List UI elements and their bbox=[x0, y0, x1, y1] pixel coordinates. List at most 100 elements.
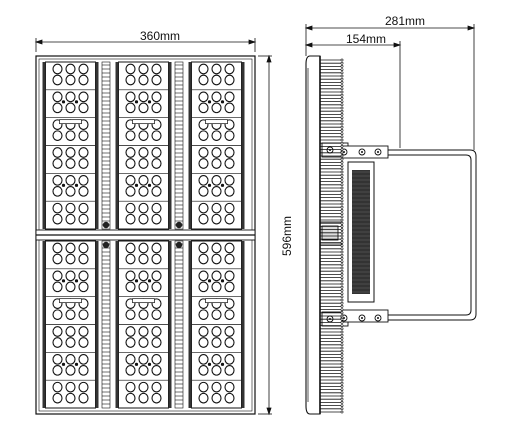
lens-cell bbox=[118, 202, 169, 230]
lens-cell bbox=[118, 381, 169, 409]
module-rail-left bbox=[115, 62, 119, 229]
led-lens bbox=[151, 392, 162, 404]
led-module bbox=[188, 61, 245, 230]
led-lens bbox=[52, 309, 63, 321]
led-lens bbox=[78, 326, 89, 337]
fin-tip bbox=[340, 132, 344, 136]
led-lens bbox=[198, 270, 209, 282]
led-lens bbox=[224, 337, 235, 348]
screw-hole bbox=[74, 100, 79, 104]
fin-tip bbox=[340, 407, 344, 411]
led-lens bbox=[125, 202, 136, 214]
fin-strip bbox=[174, 240, 184, 409]
led-lens bbox=[125, 213, 136, 225]
module-rail-right bbox=[241, 241, 245, 408]
fin-tip bbox=[340, 192, 344, 196]
fin-tip bbox=[340, 263, 344, 267]
lens-cell bbox=[118, 242, 169, 270]
led-lens bbox=[125, 147, 136, 158]
fin-strip-frame bbox=[101, 240, 111, 409]
screw-hole bbox=[74, 279, 79, 283]
led-lens bbox=[211, 63, 222, 75]
led-lens bbox=[65, 130, 76, 142]
lens-cell bbox=[118, 326, 169, 353]
led-lens bbox=[224, 63, 235, 75]
depth-total-label: 281mm bbox=[385, 14, 425, 28]
fin-strip bbox=[101, 61, 111, 230]
led-lens bbox=[65, 63, 76, 75]
led-lens bbox=[211, 91, 222, 103]
led-lens bbox=[78, 337, 89, 348]
led-lens bbox=[224, 91, 235, 103]
module-rail-left bbox=[188, 241, 192, 408]
fin-tip bbox=[340, 333, 344, 337]
screw-hole bbox=[220, 100, 225, 104]
led-lens bbox=[151, 174, 162, 186]
fin-tip bbox=[340, 244, 344, 248]
fin-tip bbox=[340, 148, 344, 152]
fin-tip bbox=[340, 173, 344, 177]
led-lens bbox=[198, 326, 209, 337]
fin-tip bbox=[340, 324, 344, 328]
screw-hole bbox=[220, 362, 225, 366]
fin-strip-frame bbox=[174, 240, 184, 409]
led-lens bbox=[151, 147, 162, 158]
led-lens bbox=[211, 102, 222, 114]
led-lens bbox=[151, 326, 162, 337]
led-lens bbox=[78, 63, 89, 75]
fin-tip bbox=[340, 71, 344, 75]
fin-tip bbox=[340, 276, 344, 280]
led-lens bbox=[65, 174, 76, 186]
module-rail-right bbox=[241, 62, 245, 229]
led-lens bbox=[65, 213, 76, 225]
heatsink-body bbox=[305, 55, 321, 415]
led-lens bbox=[224, 213, 235, 225]
led-lens bbox=[125, 63, 136, 75]
led-lens bbox=[65, 102, 76, 114]
led-lens bbox=[211, 326, 222, 337]
led-lens bbox=[151, 281, 162, 293]
screw-hole bbox=[61, 362, 66, 366]
led-lens bbox=[52, 242, 63, 254]
fin-tip bbox=[340, 77, 344, 81]
fin-tip bbox=[340, 359, 344, 363]
led-lens bbox=[65, 337, 76, 348]
fin-tip bbox=[340, 157, 344, 161]
led-lens bbox=[198, 63, 209, 75]
led-lens bbox=[65, 158, 76, 169]
led-lens bbox=[65, 381, 76, 393]
led-lens bbox=[138, 281, 149, 293]
led-lens bbox=[224, 381, 235, 393]
led-lens bbox=[224, 353, 235, 365]
screw-hole bbox=[134, 362, 139, 366]
screw-hole bbox=[134, 279, 139, 283]
bolt-center bbox=[377, 317, 379, 319]
fin-tip bbox=[340, 167, 344, 171]
fin-tip bbox=[340, 218, 344, 222]
led-lens bbox=[78, 130, 89, 142]
led-lens bbox=[125, 281, 136, 293]
fin-tip bbox=[340, 186, 344, 190]
led-lens bbox=[52, 364, 63, 376]
fin-tip bbox=[340, 375, 344, 379]
fin-tip bbox=[340, 125, 344, 129]
module-label-plate bbox=[205, 298, 228, 304]
led-lens bbox=[211, 147, 222, 158]
fin-tip bbox=[340, 135, 344, 139]
lens-cell bbox=[45, 202, 96, 230]
led-lens bbox=[78, 202, 89, 214]
led-lens bbox=[224, 74, 235, 86]
fin-tip bbox=[340, 119, 344, 123]
screw-hole bbox=[147, 183, 152, 187]
led-lens bbox=[78, 281, 89, 293]
led-lens bbox=[151, 202, 162, 214]
lens-cell bbox=[118, 270, 169, 298]
led-lens bbox=[198, 102, 209, 114]
led-lens bbox=[151, 253, 162, 265]
depth-total-dimension bbox=[304, 24, 476, 150]
led-lens bbox=[151, 63, 162, 75]
led-lens bbox=[211, 253, 222, 265]
fin-tip bbox=[340, 189, 344, 193]
fin-tip bbox=[340, 352, 344, 356]
